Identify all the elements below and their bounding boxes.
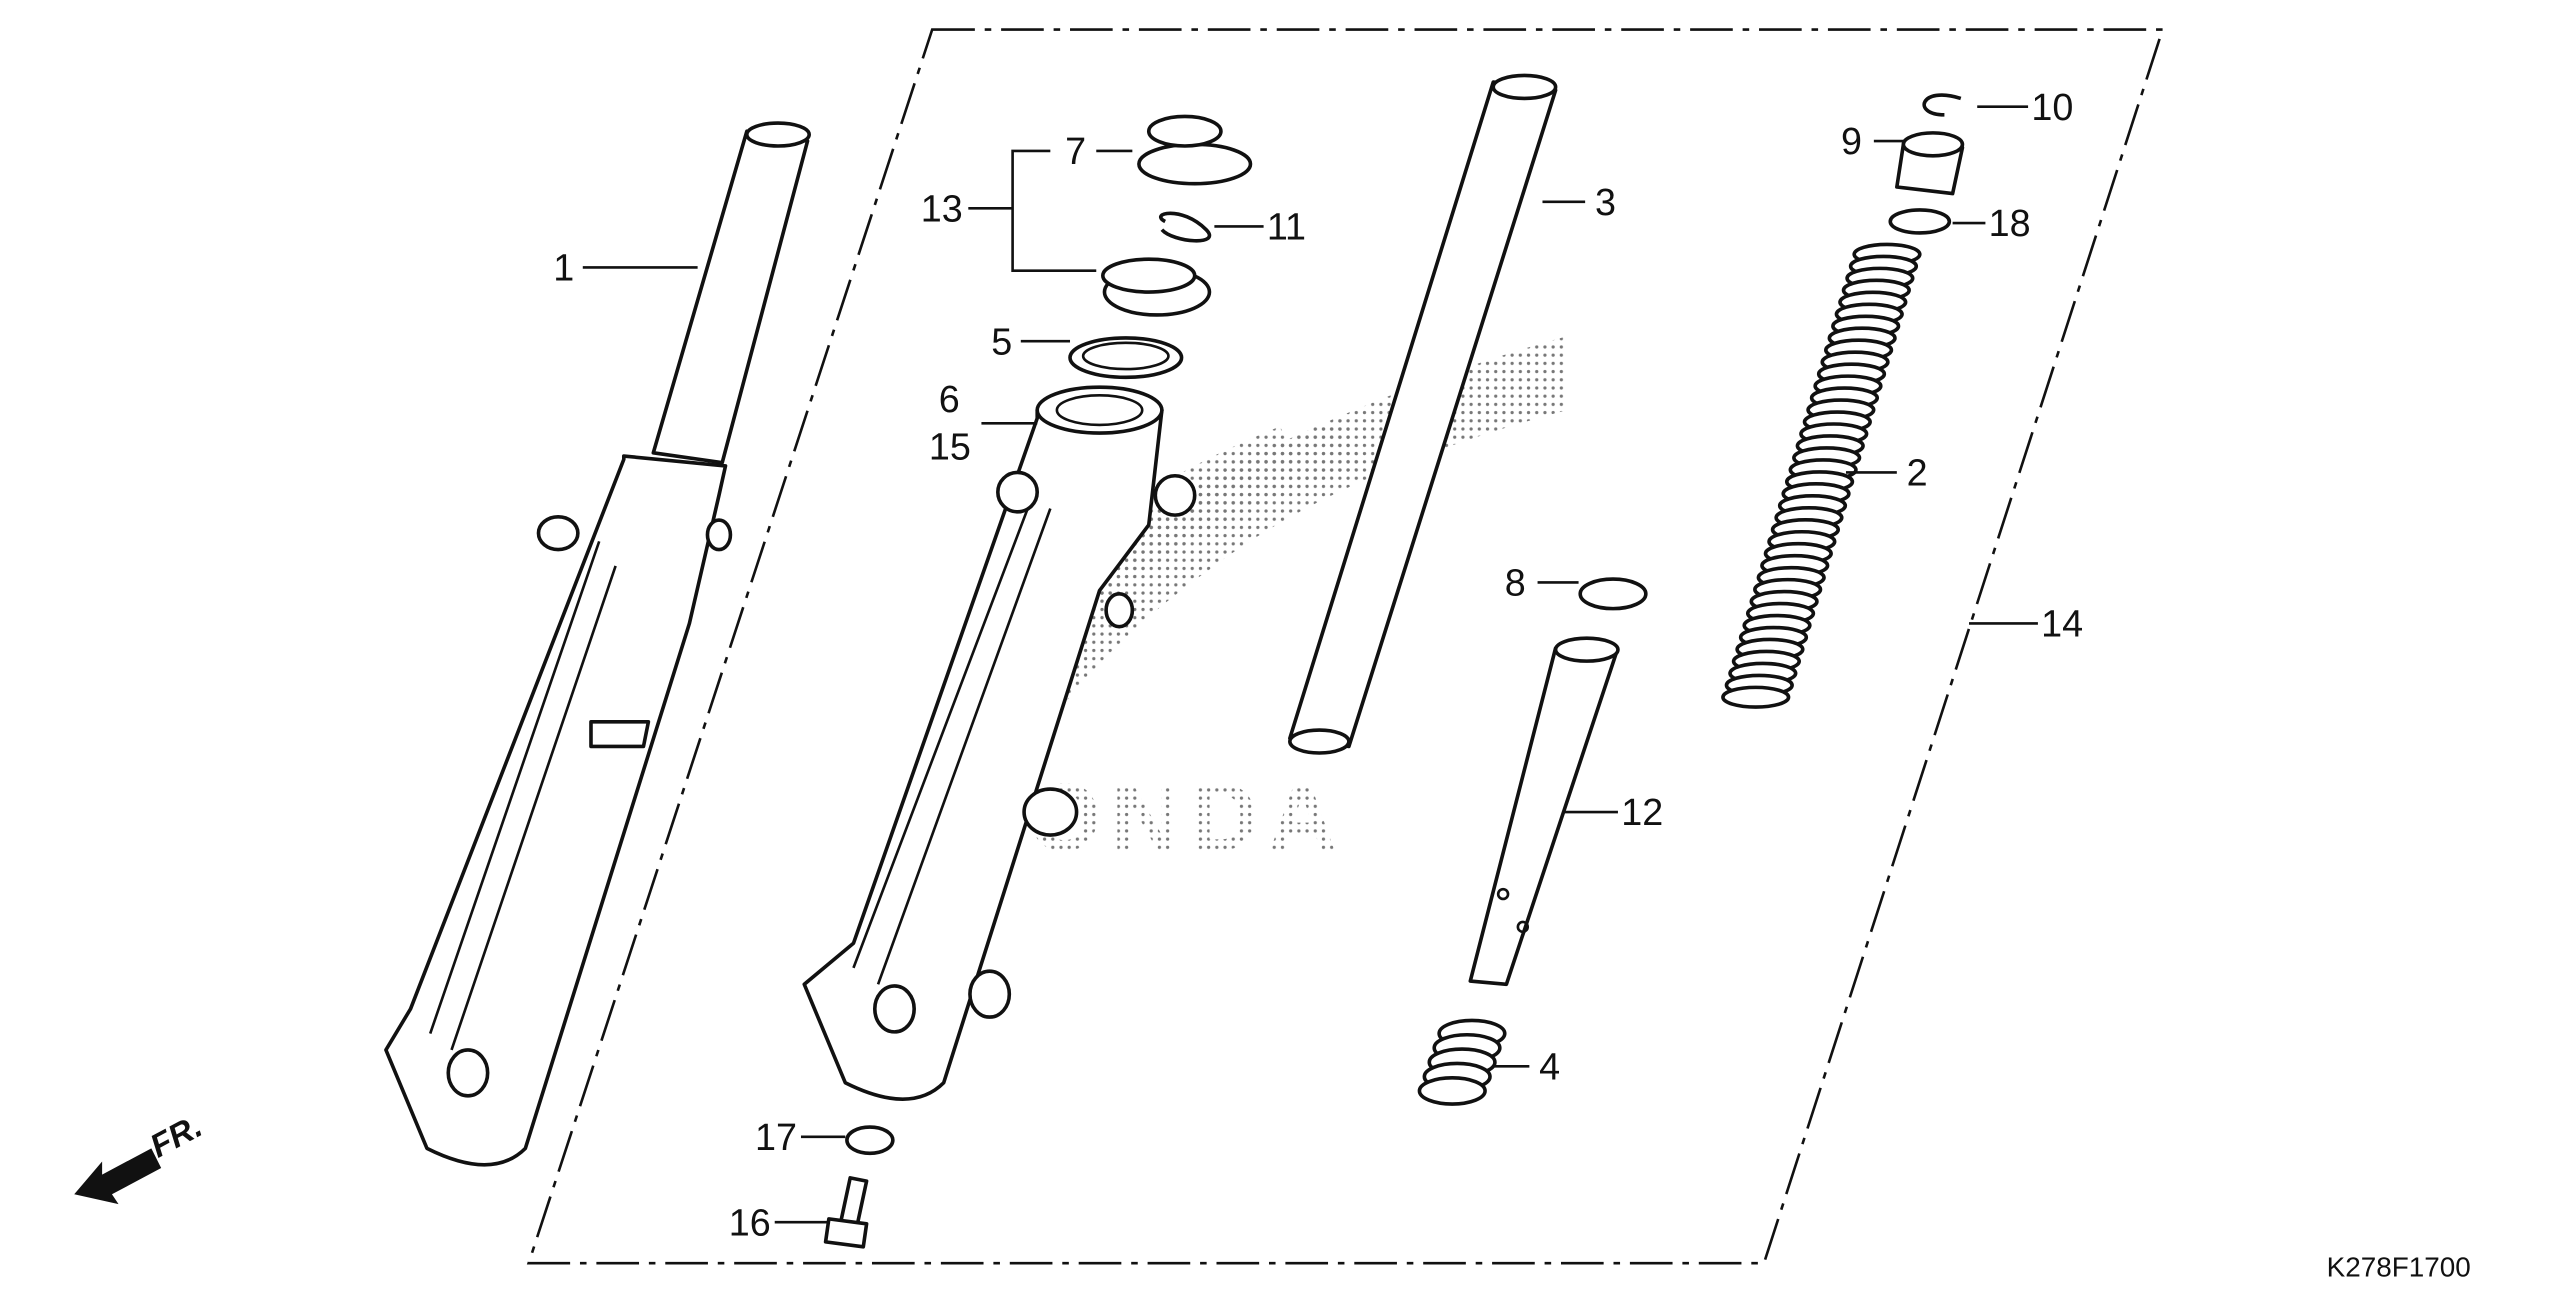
clip-11 [1158,211,1212,243]
callout-4: 4 [1539,1045,1560,1087]
callout-9: 9 [1841,120,1862,162]
oil-seal-13 [1101,257,1212,317]
callout-18: 18 [1989,202,2031,244]
callout-6: 6 [939,378,960,420]
bolt-16 [823,1176,869,1249]
callout-14: 14 [2041,603,2083,645]
piston-ring-8 [1578,577,1648,611]
piston-12 [1468,636,1620,987]
callout-15: 15 [929,425,971,467]
callout-16: 16 [729,1201,771,1243]
fork-pipe-3 [1288,73,1558,755]
callout-7: 7 [1065,130,1086,172]
circlip-10 [1922,93,1962,117]
callout-labels: 1 2 3 4 5 6 7 8 9 10 11 12 13 14 15 16 1… [553,86,2083,1244]
spring-coil [1721,685,1791,709]
callout-2: 2 [1907,452,1928,494]
spring-2 [1721,242,1922,709]
callout-8: 8 [1505,562,1526,604]
callout-11: 11 [1267,206,1306,248]
leader-lines [582,105,2038,1224]
fork-leg-1 [384,121,811,1167]
spring-coil [1417,1076,1487,1106]
callout-3: 3 [1595,181,1616,223]
callout-12: 12 [1621,791,1663,833]
callout-1: 1 [553,247,574,289]
washer-17 [845,1125,895,1156]
o-ring-18 [1888,208,1952,235]
callout-10: 10 [2031,86,2073,128]
arrow-icon [74,1148,162,1205]
callout-5: 5 [991,320,1012,362]
callout-13: 13 [921,187,963,229]
front-direction-indicator: FR. [74,1107,208,1205]
diagram-code: K278F1700 [2327,1251,2471,1282]
fork-leg-6 [802,385,1197,1101]
bolt-9 [1895,131,1965,196]
bushing-5 [1068,336,1184,380]
rebound-spring-4 [1417,1018,1507,1106]
callout-17: 17 [755,1116,797,1158]
dust-seal-7 [1137,114,1253,186]
